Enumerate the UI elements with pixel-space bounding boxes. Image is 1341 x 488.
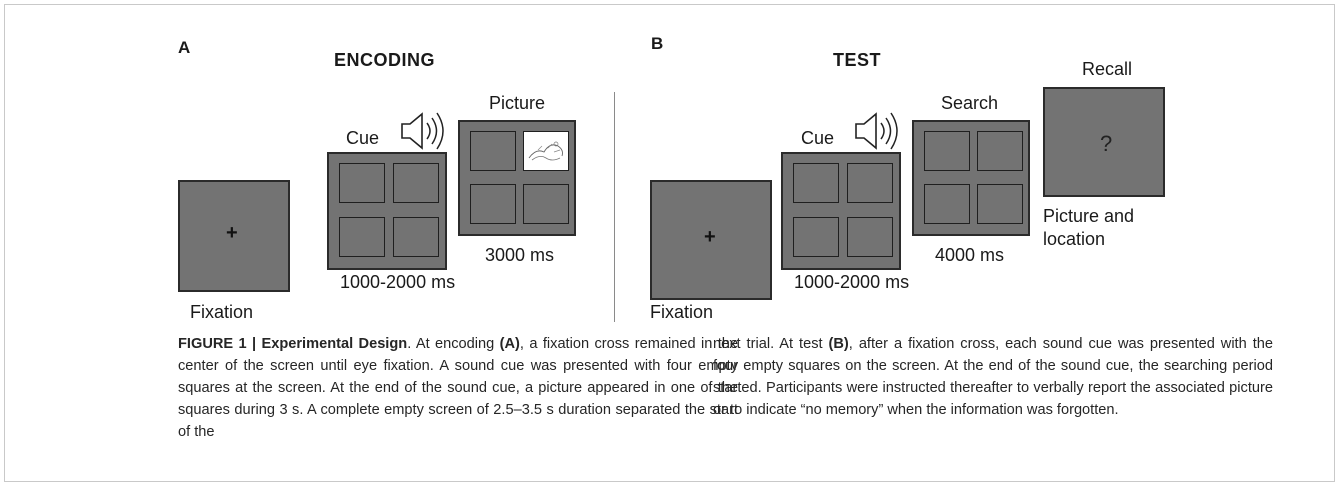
fixation-label-b: Fixation	[650, 302, 714, 322]
cue-label-b: Cue	[801, 128, 835, 148]
fixation-cross: +	[226, 222, 238, 244]
recall-screen: ?	[1043, 87, 1165, 197]
cue-duration-a: 1000-2000 ms	[340, 272, 456, 292]
empty-square	[924, 131, 970, 171]
empty-square	[977, 184, 1023, 224]
panel-divider	[614, 92, 615, 322]
empty-square	[339, 163, 385, 203]
panel-ref: (B)	[828, 336, 849, 352]
recall-caption-line1: Picture and	[1043, 206, 1135, 226]
search-screen	[912, 120, 1030, 236]
cue-screen-a	[327, 152, 447, 270]
picture-screen	[458, 120, 576, 236]
empty-square	[793, 217, 839, 257]
picture-square	[523, 131, 569, 171]
fixation-screen-a: +	[178, 180, 290, 292]
empty-square	[793, 163, 839, 203]
encoding-title: ENCODING	[334, 50, 436, 70]
panel-a-letter: A	[178, 38, 191, 57]
caption-text: , a fixation cross remained in the cente…	[178, 336, 738, 440]
fixation-cross: +	[704, 226, 716, 248]
figure-caption-left: FIGURE 1 | Experimental Design. At encod…	[178, 333, 738, 443]
cue-duration-b: 1000-2000 ms	[794, 272, 910, 292]
empty-square	[924, 184, 970, 224]
recall-label: Recall	[1082, 59, 1133, 79]
empty-square	[847, 163, 893, 203]
empty-square	[523, 184, 569, 224]
caption-text: , after a fixation cross, each sound cue…	[713, 336, 1273, 418]
panel-b-letter: B	[651, 34, 664, 53]
search-label: Search	[941, 93, 999, 113]
empty-square	[393, 217, 439, 257]
empty-square	[470, 184, 516, 224]
fixation-label-a: Fixation	[190, 302, 254, 322]
line-drawing-icon	[528, 141, 563, 161]
panel-ref: (A)	[499, 336, 520, 352]
speaker-icon	[401, 112, 444, 150]
figure-label: FIGURE 1 | Experimental Design	[178, 336, 408, 352]
cue-label-a: Cue	[346, 128, 380, 148]
empty-square	[393, 163, 439, 203]
figure-caption-right: next trial. At test (B), after a fixatio…	[713, 333, 1273, 421]
caption-text: next trial. At test	[713, 336, 829, 352]
fixation-screen-b: +	[650, 180, 772, 300]
search-duration: 4000 ms	[935, 245, 1005, 265]
empty-square	[847, 217, 893, 257]
caption-text: . At encoding	[407, 336, 500, 352]
empty-square	[339, 217, 385, 257]
empty-square	[977, 131, 1023, 171]
picture-label: Picture	[489, 93, 546, 113]
speaker-icon	[855, 112, 898, 150]
recall-caption-line2: location	[1043, 229, 1106, 249]
empty-square	[470, 131, 516, 171]
test-title: TEST	[833, 50, 882, 70]
question-mark: ?	[1100, 131, 1113, 156]
picture-duration: 3000 ms	[485, 245, 555, 265]
cue-screen-b	[781, 152, 901, 270]
